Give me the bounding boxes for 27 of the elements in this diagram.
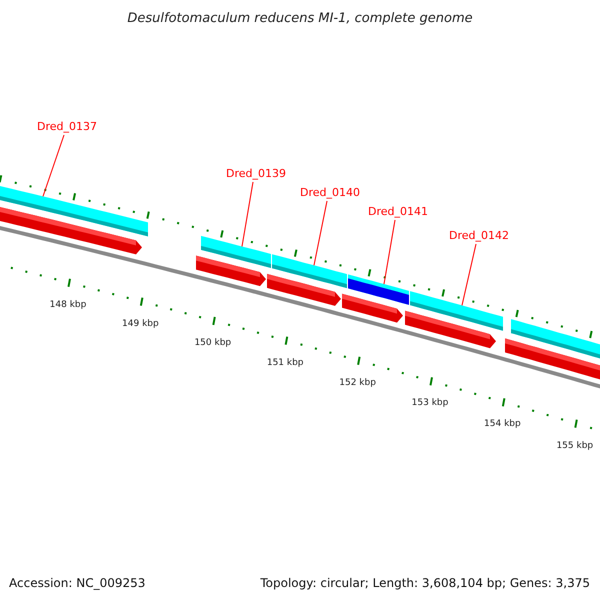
leader-line: [384, 220, 396, 285]
scale-label: 148 kbp: [50, 300, 86, 311]
scale-label: 154 kbp: [484, 419, 521, 430]
scale-label: 151 kbp: [266, 358, 304, 369]
scale-label: 152 kbp: [339, 378, 376, 389]
gene-bar: [0, 184, 148, 236]
gene-label: Dred_0139: [226, 167, 286, 181]
title: Desulfotomaculum reducens MI-1, complete genome: [126, 10, 474, 28]
gene-bar: [410, 291, 503, 331]
scale-label: 149 kbp: [122, 318, 159, 330]
gene-label: Dred_0141: [368, 205, 428, 219]
gene-label: Dred_0140: [300, 186, 360, 200]
scale-label: 153 kbp: [412, 398, 448, 410]
gene-label: Dred_0142: [449, 229, 509, 243]
leader-line: [314, 200, 328, 266]
gene-label: Dred_0137: [37, 120, 97, 134]
leader-line: [462, 244, 476, 306]
accession-text: Accession: NC_009253: [9, 575, 146, 592]
leader-line: [242, 182, 254, 247]
scale-label: 150 kbp: [194, 338, 232, 349]
gene-bar: [201, 236, 271, 268]
highlighted-gene-bar: [348, 274, 409, 305]
scale-label: 155 kbp: [556, 440, 594, 452]
gene-bar: [272, 254, 347, 288]
gene-bar: [511, 319, 600, 362]
genome-info-text: Topology: circular; Length: 3,608,104 bp; Genes: 3,375: [260, 575, 590, 592]
leader-line: [42, 134, 64, 197]
